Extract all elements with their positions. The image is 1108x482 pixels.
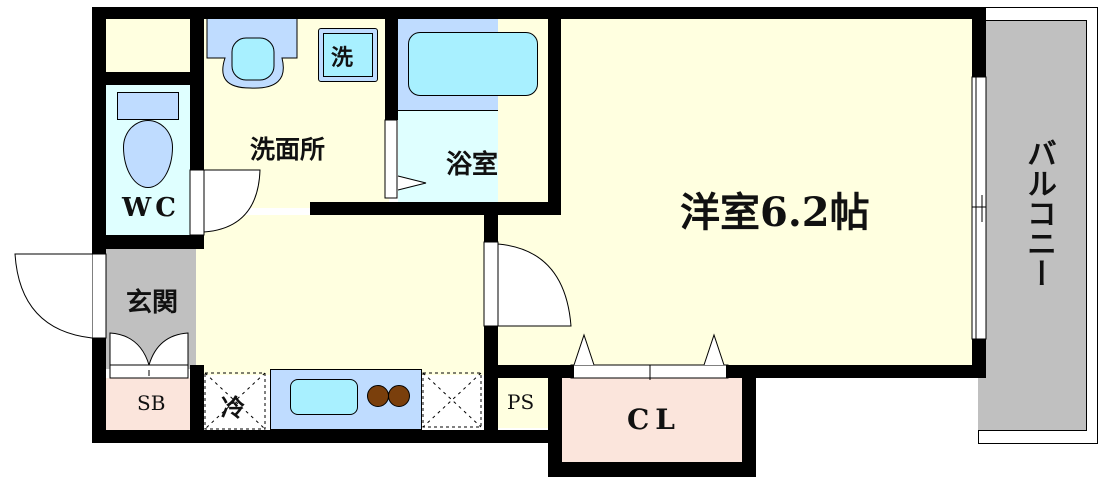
wall — [92, 430, 562, 443]
shoe-box-area — [106, 378, 190, 430]
wall — [484, 326, 498, 436]
toilet-tank — [117, 92, 179, 120]
wall — [92, 338, 106, 443]
washer-label: 洗 — [331, 45, 354, 71]
wall — [742, 365, 756, 477]
toilet-bowl — [123, 120, 173, 188]
wall — [190, 365, 204, 435]
wall — [548, 462, 756, 477]
wall — [92, 7, 986, 19]
wall — [310, 202, 560, 215]
pipe-space-label: PS — [507, 390, 535, 414]
wall — [972, 339, 986, 378]
stove-burner-icon — [388, 385, 410, 407]
toilet-label: WC — [122, 193, 180, 223]
bathroom-label: 浴室 — [446, 150, 499, 180]
wall — [726, 365, 986, 378]
wall — [484, 215, 498, 242]
wall — [548, 365, 562, 477]
closet-label: CL — [627, 403, 681, 436]
kitchen-sink — [290, 379, 358, 415]
wall — [92, 72, 202, 85]
wall — [190, 7, 204, 170]
wall — [548, 7, 561, 215]
wall — [92, 235, 204, 249]
balcony-label: バルコニー — [1021, 138, 1056, 288]
washer-inner — [323, 33, 373, 77]
refrigerator-label: 冷 — [221, 393, 245, 422]
washroom-label: 洗面所 — [250, 135, 326, 164]
hallway-floor — [196, 215, 486, 375]
western-room-floor — [498, 18, 974, 368]
storage-top-left — [106, 18, 190, 72]
wall — [972, 7, 986, 77]
wall — [92, 7, 106, 254]
pipe-space-area — [496, 378, 548, 428]
entrance-label: 玄関 — [126, 288, 179, 318]
closet-area — [562, 378, 742, 462]
balcony-floor — [978, 20, 1087, 431]
western-room-label: 洋室6.2帖 — [680, 189, 870, 236]
wall — [385, 7, 398, 120]
shoe-box-label: SB — [137, 391, 166, 415]
bathtub — [408, 32, 538, 96]
